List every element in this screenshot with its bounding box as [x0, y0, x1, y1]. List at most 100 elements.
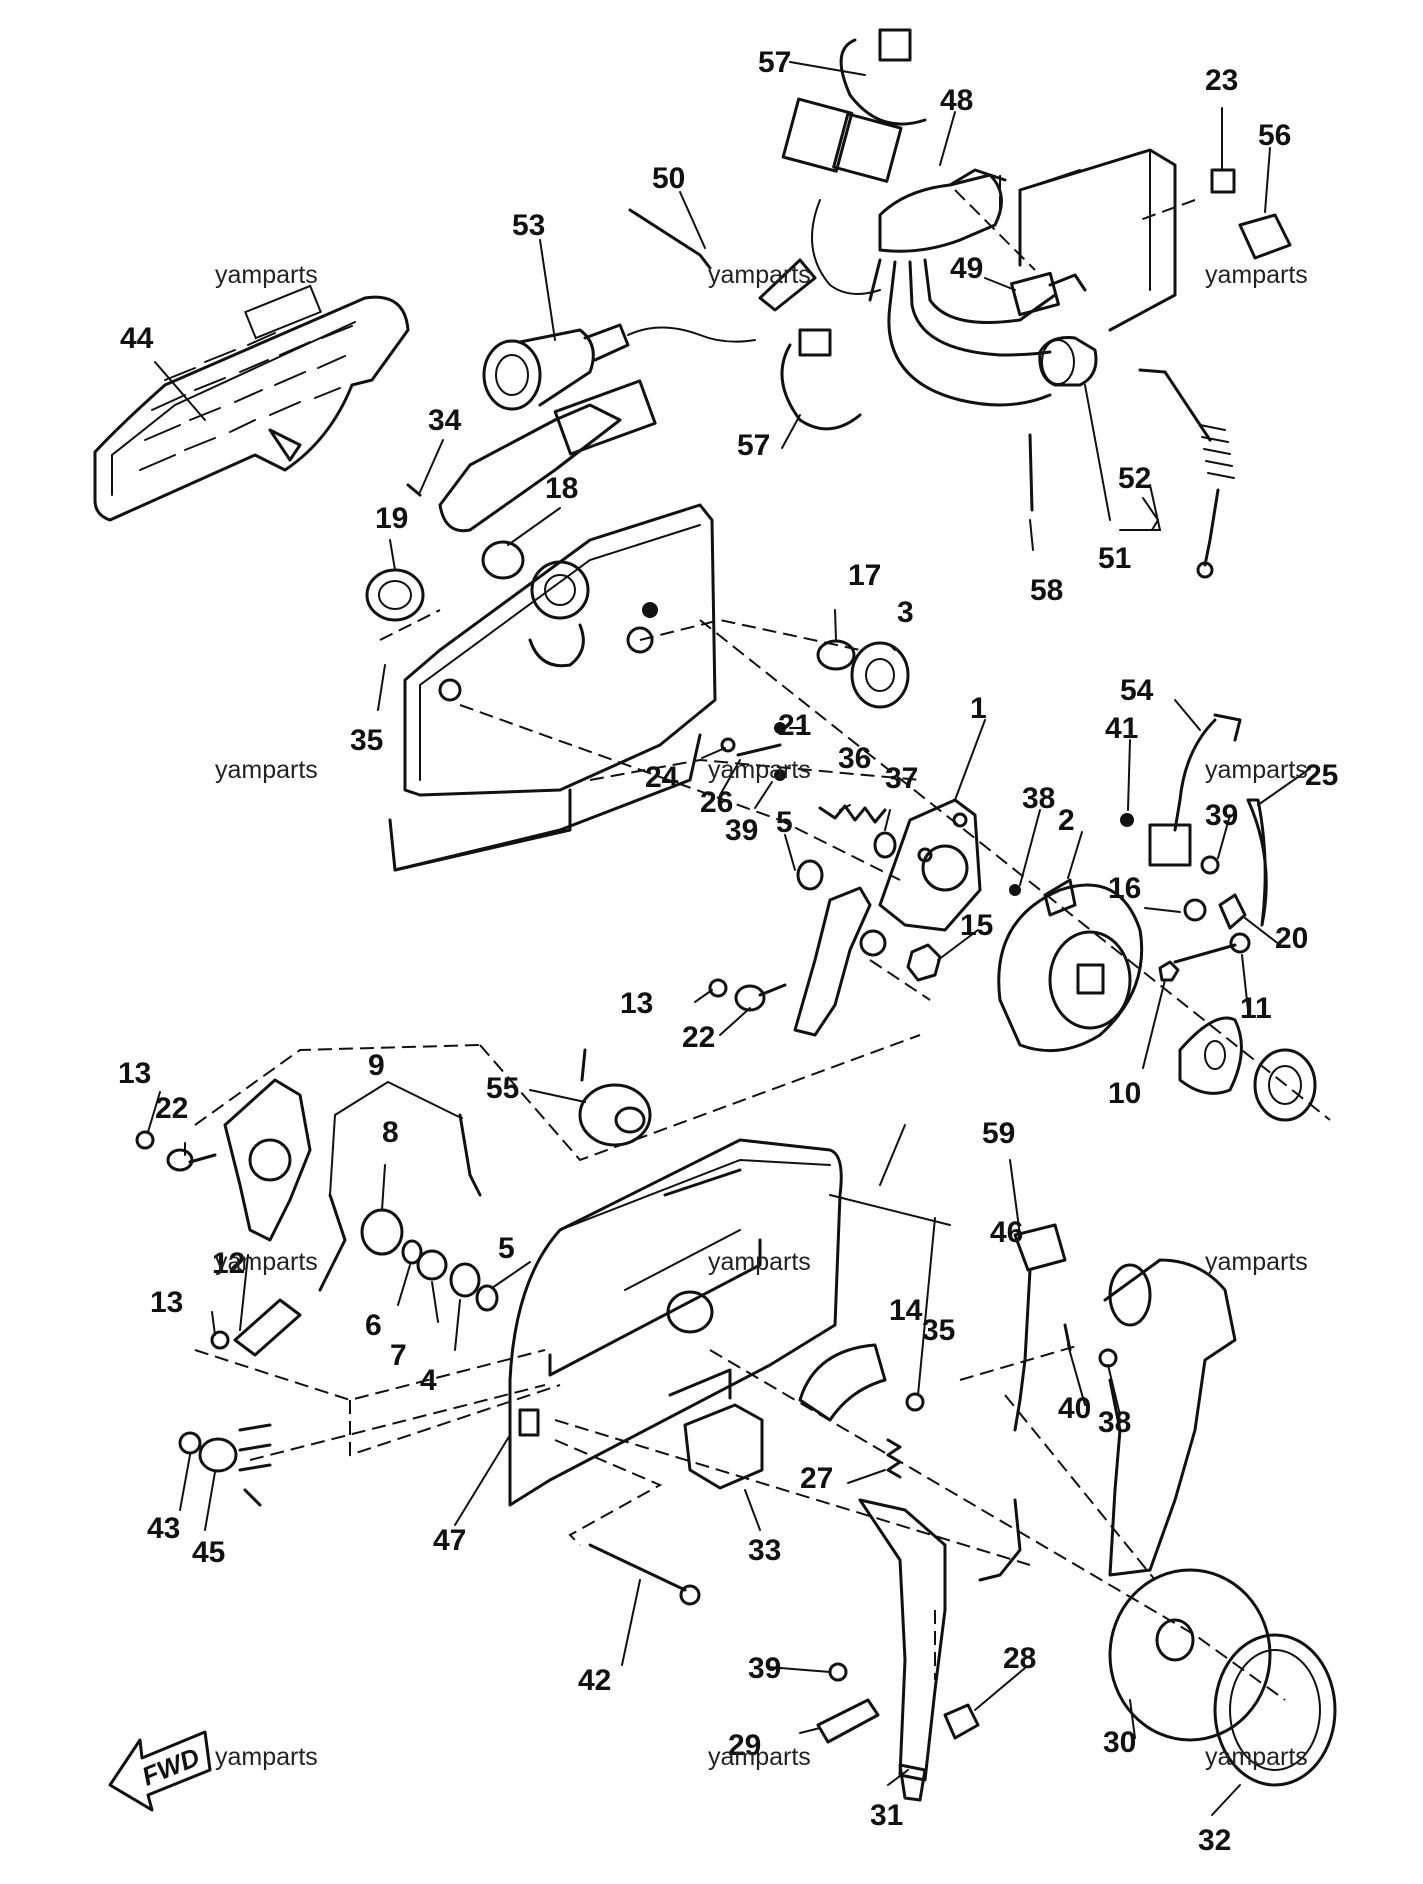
bushing-5	[796, 859, 824, 891]
callout-19: 19	[375, 502, 408, 535]
callout-30: 30	[1103, 1726, 1136, 1759]
ring-6	[401, 1239, 423, 1265]
bracket-33-slot	[668, 1368, 732, 1400]
ball-24	[720, 737, 736, 753]
callout-17: 17	[848, 559, 881, 592]
callout-33: 33	[748, 1534, 781, 1567]
pin-12	[233, 1298, 302, 1357]
clip-28	[943, 1703, 980, 1740]
clip-25	[1246, 798, 1268, 927]
watermark-9: yamparts	[1205, 1248, 1308, 1276]
link-45	[238, 1423, 272, 1507]
screw-39-low	[828, 1662, 848, 1682]
clip-23	[1210, 168, 1236, 194]
callout-35: 35	[922, 1314, 955, 1347]
callout-38: 38	[1098, 1406, 1131, 1439]
callout-34: 34	[428, 404, 462, 437]
pad-34	[553, 379, 657, 456]
callout-57: 57	[737, 429, 770, 462]
connector-54	[1148, 823, 1192, 867]
callout-24: 24	[645, 761, 679, 794]
part-outlines	[93, 28, 1337, 1812]
plate-1	[878, 798, 982, 932]
callout-13: 13	[150, 1286, 183, 1319]
bushing-8	[360, 1208, 404, 1256]
callout-53: 53	[512, 209, 545, 242]
front-cover-44	[93, 284, 410, 522]
plate-34	[438, 403, 622, 533]
main-switch-53	[482, 323, 756, 411]
callout-32: 32	[1198, 1824, 1231, 1857]
callout-20: 20	[1275, 922, 1308, 955]
callout-39: 39	[748, 1652, 781, 1685]
arm-31-end	[898, 1763, 927, 1802]
band-57-bottom	[780, 343, 862, 431]
callout-40: 40	[1058, 1392, 1091, 1425]
assembly-lines	[194, 175, 1331, 1701]
callout-47: 47	[433, 1524, 466, 1557]
upper-bracket	[1018, 148, 1177, 332]
hole-1-a	[952, 812, 968, 828]
spool-55	[578, 1048, 652, 1147]
callout-39: 39	[1205, 799, 1238, 832]
callout-5: 5	[498, 1232, 515, 1265]
cap-32	[1213, 1633, 1337, 1787]
washer-7	[416, 1249, 448, 1281]
wire-54	[1173, 718, 1217, 832]
callout-49: 49	[950, 252, 983, 285]
callout-58: 58	[1030, 574, 1063, 607]
pin-5	[859, 929, 887, 957]
plug-54	[1213, 713, 1242, 742]
plate-3	[850, 641, 910, 709]
watermark-7: yamparts	[215, 1248, 318, 1276]
pin-22-mid	[758, 983, 787, 997]
nut-21	[774, 722, 786, 734]
callout-26: 26	[700, 786, 733, 819]
callout-44: 44	[120, 322, 154, 355]
leader-lines	[147, 61, 1309, 1816]
ring-17	[816, 639, 856, 671]
washer-45	[198, 1437, 238, 1473]
spring-36	[818, 804, 887, 824]
band-57-top-clip	[878, 28, 912, 62]
bolt-38-low	[1098, 1348, 1118, 1368]
screw-38-top	[1009, 884, 1021, 896]
callout-22: 22	[155, 1092, 188, 1125]
watermark-4: yamparts	[215, 756, 318, 784]
nut-13-low	[210, 1330, 230, 1350]
gear-32-small-inner	[1268, 1065, 1302, 1105]
callout-54: 54	[1120, 674, 1154, 707]
callout-36: 36	[838, 742, 871, 775]
upper-bracket-inner	[1019, 149, 1151, 291]
callout-21: 21	[778, 709, 811, 742]
watermark-10: yamparts	[215, 1743, 318, 1771]
callout-37: 37	[885, 762, 918, 795]
clip-20	[1218, 893, 1247, 930]
callout-2: 2	[1058, 804, 1075, 837]
callout-23: 23	[1205, 64, 1238, 97]
pin-26	[736, 743, 782, 757]
ring-19	[365, 568, 425, 622]
probe-50	[628, 208, 712, 270]
callout-50: 50	[652, 162, 685, 195]
watermark-8: yamparts	[708, 1248, 811, 1276]
fwd-arrow	[108, 1730, 212, 1812]
callout-5: 5	[776, 806, 793, 839]
callout-42: 42	[578, 1664, 611, 1697]
housing-plate	[388, 503, 717, 872]
callout-22: 22	[682, 1021, 715, 1054]
watermark-11: yamparts	[708, 1743, 811, 1771]
coil-52	[1138, 368, 1235, 579]
callout-12: 12	[212, 1247, 245, 1280]
cam-plate-11	[1178, 1016, 1243, 1095]
callout-52: 52	[1118, 462, 1151, 495]
harness-59-tail	[978, 1498, 1022, 1582]
screw-41	[1120, 813, 1134, 827]
cap-32-inner	[1229, 1649, 1321, 1771]
gear-32-small	[1253, 1048, 1317, 1122]
watermark-6: yamparts	[1205, 756, 1308, 784]
callout-13: 13	[118, 1057, 151, 1090]
band-57-bottom-clip	[798, 328, 832, 357]
